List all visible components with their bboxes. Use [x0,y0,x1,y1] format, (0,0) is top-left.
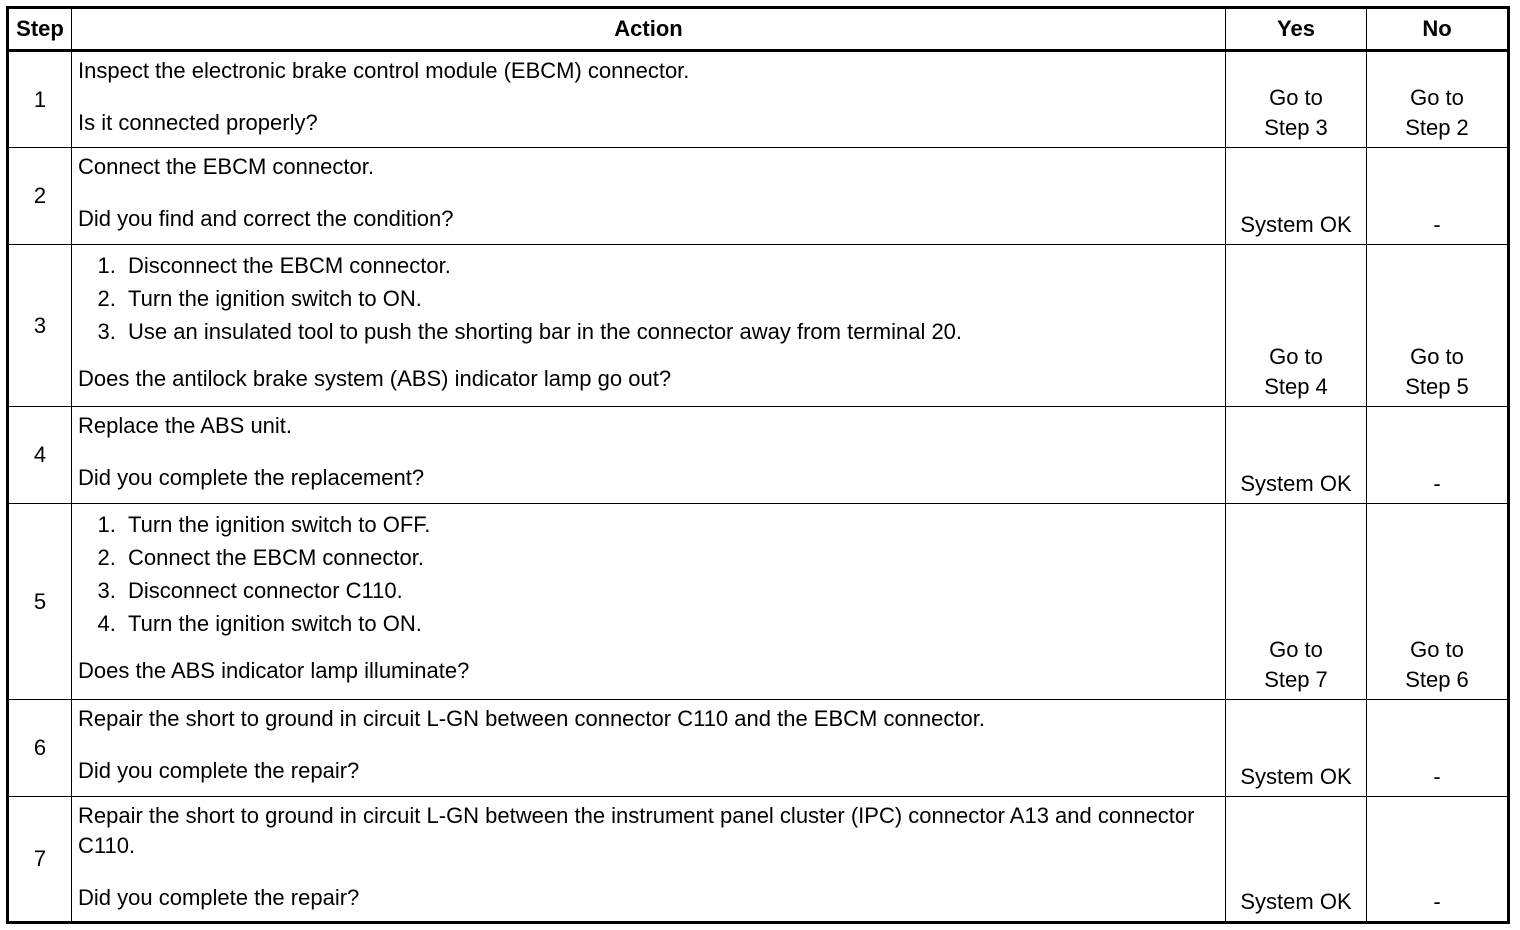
list-item: Turn the ignition switch to OFF. [122,508,1219,541]
yes-result: Go to Step 7 [1225,503,1367,700]
action-question: Did you complete the repair? [78,885,360,910]
action-instruction: Connect the EBCM connector. [78,154,374,179]
action-question: Did you complete the replacement? [78,465,425,490]
action-question: Does the antilock brake system (ABS) ind… [78,366,672,391]
yes-result: System OK [1225,147,1367,245]
step-number: 6 [7,699,72,797]
header-no: No [1366,7,1509,52]
header-action: Action [71,7,1226,52]
step-number: 7 [7,796,72,923]
action-instruction: Inspect the electronic brake control mod… [78,58,690,83]
header-row: Step Action Yes No [7,7,1509,52]
step-number: 2 [7,147,72,245]
yes-result: System OK [1225,406,1367,504]
list-item: Disconnect connector C110. [122,574,1219,607]
yes-result: System OK [1225,699,1367,797]
no-result: - [1366,406,1509,504]
yes-result: Go to Step 4 [1225,244,1367,407]
action-question: Did you find and correct the condition? [78,206,454,231]
action-cell: Replace the ABS unit. Did you complete th… [71,406,1226,504]
action-cell: Turn the ignition switch to OFF.Connect … [71,503,1226,700]
no-result: Go to Step 2 [1366,50,1509,148]
no-result: - [1366,147,1509,245]
table-row: 5Turn the ignition switch to OFF.Connect… [7,503,1509,700]
step-number: 1 [7,50,72,148]
list-item: Disconnect the EBCM connector. [122,249,1219,282]
step-number: 3 [7,244,72,407]
step-number: 4 [7,406,72,504]
action-instruction: Replace the ABS unit. [78,413,293,438]
action-step-list: Disconnect the EBCM connector.Turn the i… [78,249,1219,348]
no-result: Go to Step 5 [1366,244,1509,407]
list-item: Turn the ignition switch to ON. [122,282,1219,315]
list-item: Connect the EBCM connector. [122,541,1219,574]
action-cell: Repair the short to ground in circuit L-… [71,699,1226,797]
step-number: 5 [7,503,72,700]
table-row: 3Disconnect the EBCM connector.Turn the … [7,244,1509,407]
yes-result: System OK [1225,796,1367,923]
action-cell: Repair the short to ground in circuit L-… [71,796,1226,923]
action-cell: Connect the EBCM connector. Did you find … [71,147,1226,245]
list-item: Turn the ignition switch to ON. [122,607,1219,640]
action-instruction: Repair the short to ground in circuit L-… [78,803,1195,858]
action-cell: Disconnect the EBCM connector.Turn the i… [71,244,1226,407]
no-result: - [1366,699,1509,797]
yes-result: Go to Step 3 [1225,50,1367,148]
header-yes: Yes [1225,7,1367,52]
no-result: Go to Step 6 [1366,503,1509,700]
no-result: - [1366,796,1509,923]
action-question: Does the ABS indicator lamp illuminate? [78,658,470,683]
header-step: Step [7,7,72,52]
action-step-list: Turn the ignition switch to OFF.Connect … [78,508,1219,640]
action-question: Is it connected properly? [78,110,318,135]
list-item: Use an insulated tool to push the shorti… [122,315,1219,348]
action-cell: Inspect the electronic brake control mod… [71,50,1226,148]
action-question: Did you complete the repair? [78,758,360,783]
action-instruction: Repair the short to ground in circuit L-… [78,706,985,731]
